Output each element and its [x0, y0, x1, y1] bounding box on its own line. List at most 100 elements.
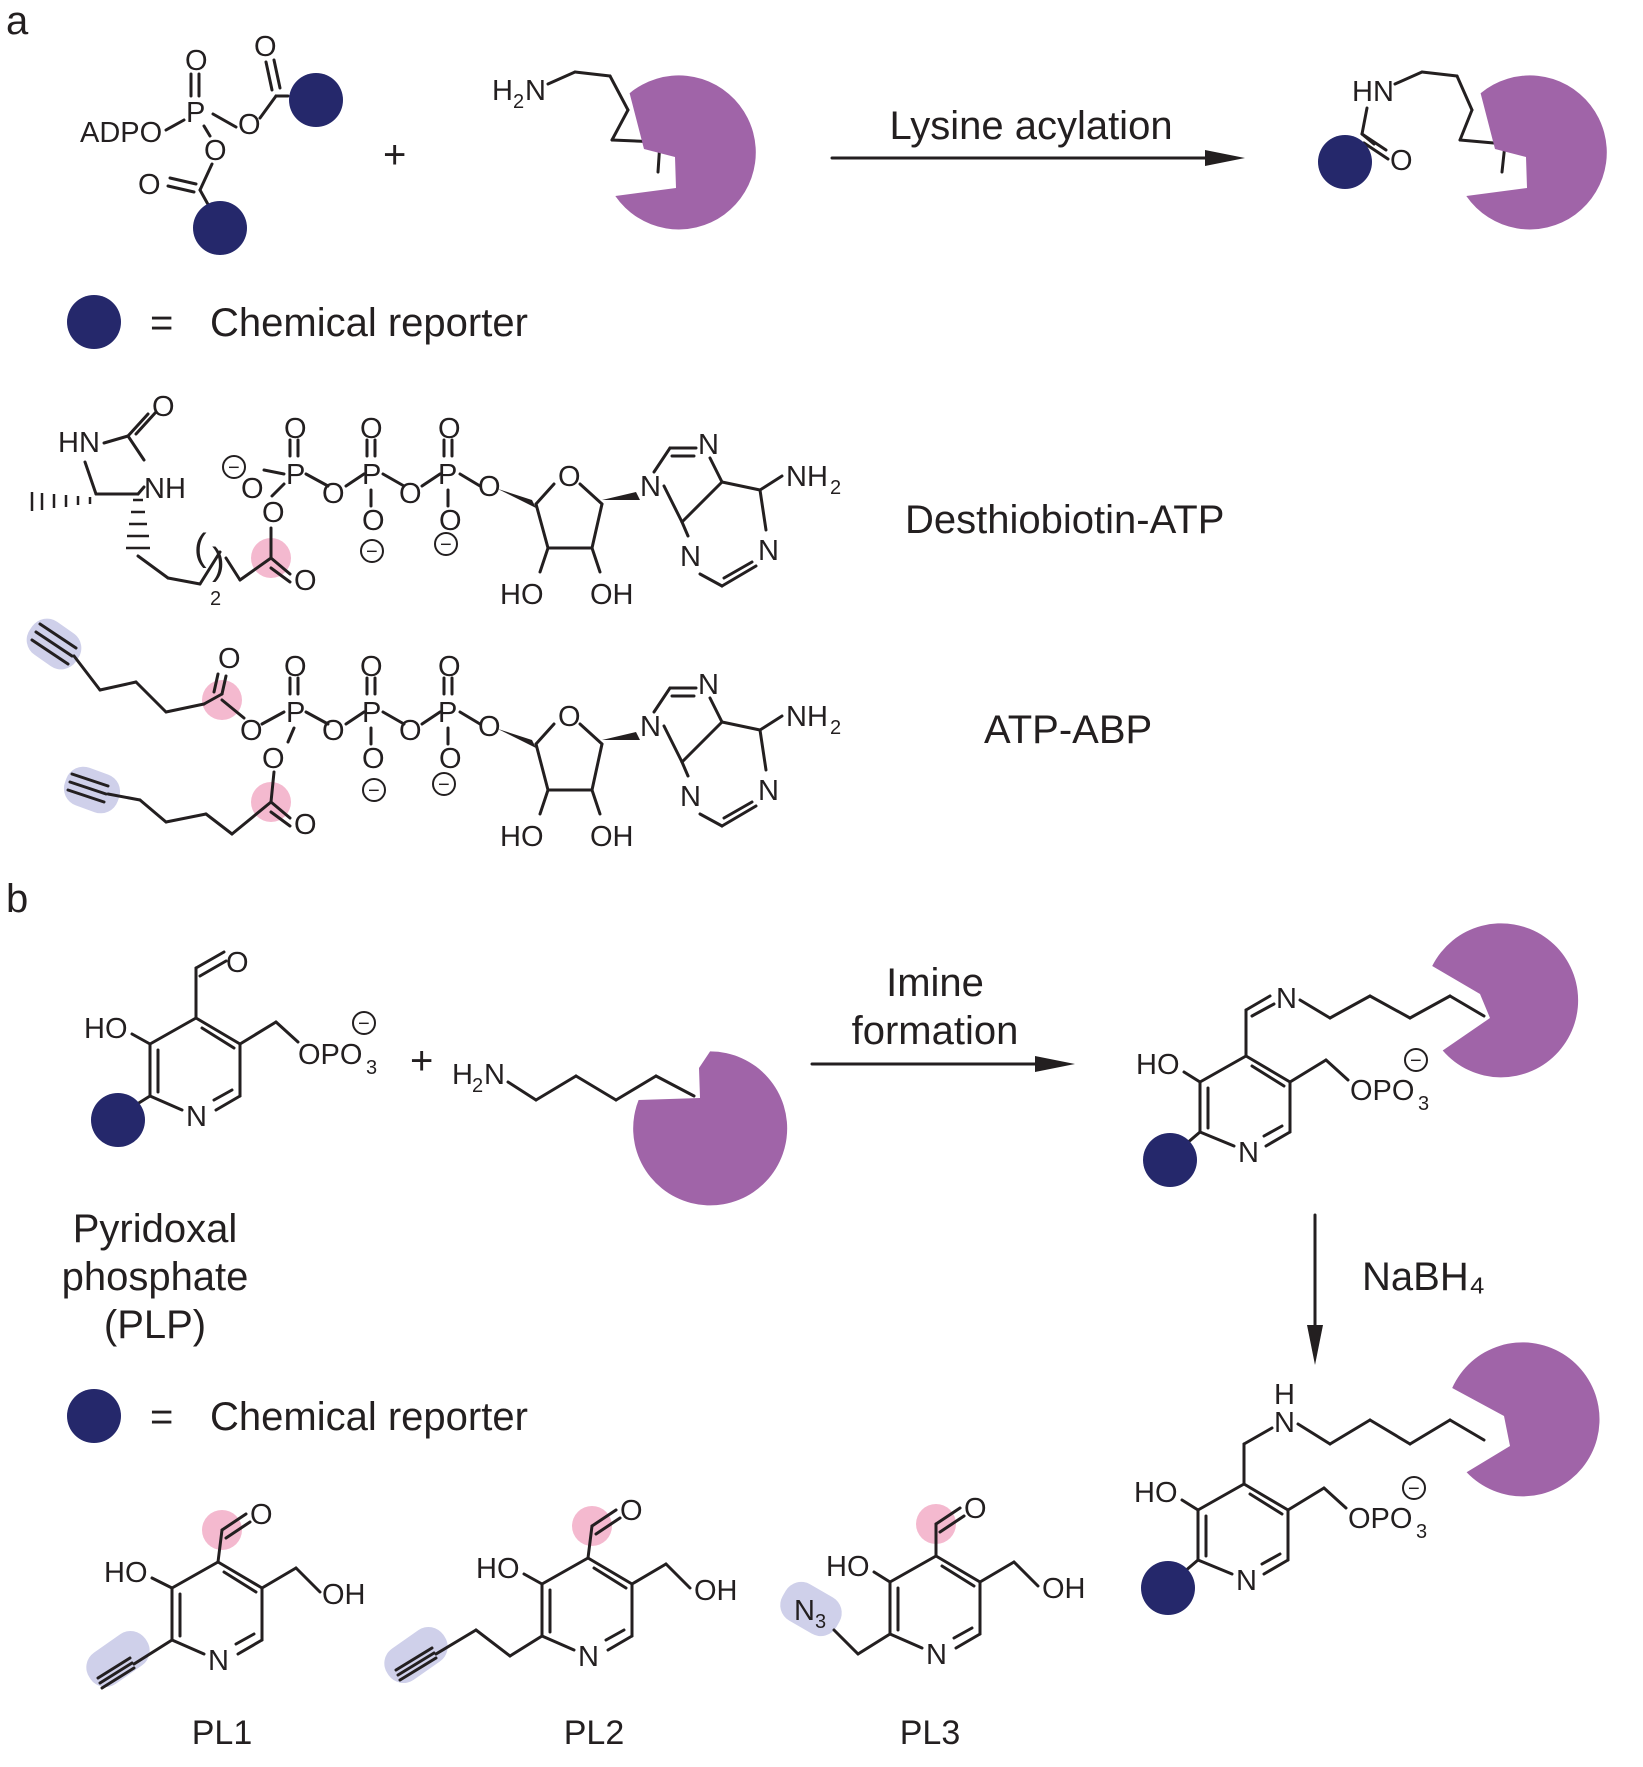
- atom-o: O: [360, 413, 383, 445]
- atom-o: O: [360, 651, 383, 683]
- atom-o: O: [262, 743, 285, 775]
- atom-o: O: [250, 1499, 273, 1531]
- atom-hn: HN: [1352, 76, 1394, 108]
- atom-n: N: [1238, 1137, 1259, 1169]
- atom-o: O: [399, 478, 422, 510]
- atom-p: P: [438, 697, 457, 729]
- atom-n: N: [578, 1641, 599, 1673]
- atom-p: P: [362, 459, 381, 491]
- svg-text:−: −: [1408, 1478, 1420, 1500]
- svg-text:2: 2: [210, 588, 221, 610]
- svg-text:−: −: [368, 780, 380, 802]
- atom-ho: HO: [104, 1557, 148, 1589]
- probe-label-pl1: PL1: [192, 1714, 253, 1752]
- atom-o: O: [240, 715, 263, 747]
- atom-n: N: [640, 471, 661, 503]
- arrow-label: Lysine acylation: [889, 104, 1172, 148]
- atom-n: N: [640, 711, 661, 743]
- desthiobiotin-atp-structure: HN O NH: [30, 391, 841, 611]
- opo3-label: OPO: [1348, 1503, 1412, 1535]
- atom-n: N: [698, 429, 719, 461]
- adpo-label: ADPO: [80, 117, 162, 149]
- svg-text:3: 3: [366, 1057, 377, 1079]
- h2n-n: N: [484, 1059, 505, 1091]
- atom-n: N: [1276, 983, 1297, 1015]
- atom-n: N: [758, 775, 779, 807]
- atom-o: O: [185, 45, 208, 77]
- protein-pacman: [1466, 75, 1607, 230]
- imine-arrow: Imine formation: [810, 961, 1075, 1072]
- pl2-structure: HO N O OH: [384, 1495, 738, 1683]
- atom-o: O: [262, 497, 285, 529]
- panel-b-letter: b: [6, 877, 28, 921]
- legend-text: Chemical reporter: [210, 301, 528, 345]
- svg-text:2: 2: [830, 477, 841, 499]
- svg-text:3: 3: [815, 1611, 826, 1633]
- atom-o: O: [478, 471, 501, 503]
- atom-oh: OH: [322, 1579, 366, 1611]
- atom-ho: HO: [826, 1551, 870, 1583]
- atom-o: O: [322, 478, 345, 510]
- svg-text:2: 2: [472, 1075, 483, 1097]
- svg-text:−: −: [366, 541, 378, 563]
- svg-text:−: −: [1410, 1050, 1422, 1072]
- atom-o: O: [254, 31, 277, 63]
- atom-o: O: [558, 461, 581, 493]
- plp-reactant: HO N O OPO 3 −: [84, 947, 377, 1147]
- atom-n: N: [698, 669, 719, 701]
- atom-o: O: [620, 1495, 643, 1527]
- atom-p: P: [286, 697, 305, 729]
- svg-text:(: (: [194, 527, 207, 569]
- protein-pacman: [1452, 1342, 1600, 1497]
- svg-text:Pyridoxal: Pyridoxal: [73, 1207, 238, 1251]
- atom-o: O: [218, 643, 241, 675]
- atom-o: O: [439, 505, 462, 537]
- atom-o: O: [964, 1493, 987, 1525]
- atom-ho: HO: [500, 821, 544, 853]
- opo3-label: OPO: [298, 1039, 362, 1071]
- atom-n: N: [680, 781, 701, 813]
- panel-b: b HO N O OPO 3 −: [6, 877, 1600, 1752]
- atom-nh2: NH: [786, 701, 828, 733]
- atom-ho: HO: [1134, 1477, 1178, 1509]
- atom-o: O: [438, 651, 461, 683]
- lysine-protein-reactant: H 2 N: [492, 70, 756, 230]
- arrow-label-line1: Imine: [886, 961, 984, 1005]
- atom-oh: OH: [1042, 1573, 1086, 1605]
- atom-n: N: [208, 1645, 229, 1677]
- svg-text:3: 3: [1416, 1521, 1427, 1543]
- legend-a: = Chemical reporter: [67, 295, 528, 349]
- svg-text:): ): [212, 541, 225, 583]
- reporter-circle: [193, 201, 247, 255]
- atom-o: O: [478, 711, 501, 743]
- atp-abp-name: ATP-ABP: [984, 708, 1152, 752]
- svg-text:2: 2: [513, 91, 524, 113]
- legend-text: Chemical reporter: [210, 1395, 528, 1439]
- atom-o: O: [322, 715, 345, 747]
- plp-name: Pyridoxal phosphate (PLP): [62, 1207, 249, 1347]
- lysine-protein-reactant-b: H 2 N: [452, 1051, 788, 1206]
- atom-nh: NH: [144, 473, 186, 505]
- atom-oh: OH: [590, 821, 634, 853]
- svg-text:(PLP): (PLP): [104, 1303, 206, 1347]
- hashed-chain-bond: [126, 498, 150, 550]
- acylation-arrow: Lysine acylation: [830, 104, 1245, 166]
- atom-o: O: [241, 473, 264, 505]
- atom-o: O: [558, 701, 581, 733]
- reporter-circle: [91, 1093, 145, 1147]
- svg-text:2: 2: [830, 717, 841, 739]
- atom-o: O: [1390, 145, 1413, 177]
- atom-h: H: [1274, 1379, 1295, 1411]
- atom-n: N: [926, 1639, 947, 1671]
- reporter-circle: [1141, 1561, 1195, 1615]
- atom-o: O: [152, 391, 175, 423]
- h2n-n: N: [525, 75, 546, 107]
- atom-o: O: [138, 169, 161, 201]
- atp-abp-structure: O O P O O O O: [26, 618, 841, 853]
- legend-b: = Chemical reporter: [67, 1389, 528, 1443]
- desthiobiotin-atp-name: Desthiobiotin-ATP: [905, 498, 1224, 542]
- atom-o: O: [438, 413, 461, 445]
- pl1-structure: HO N O OH: [86, 1499, 366, 1690]
